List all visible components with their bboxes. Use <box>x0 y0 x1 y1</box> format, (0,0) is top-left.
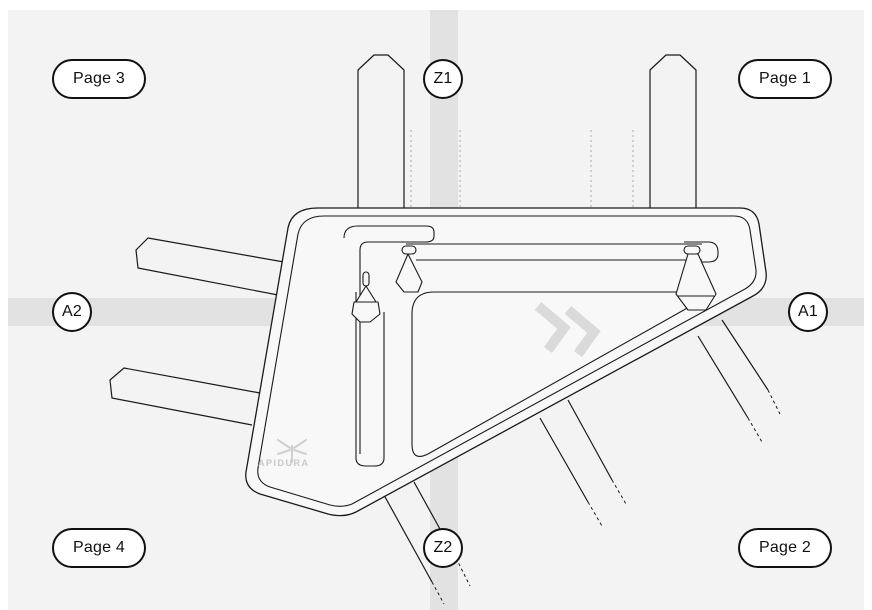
frame-bag-diagram <box>109 54 781 605</box>
zip-end-box <box>684 241 719 263</box>
brand-wordmark: APIDURA <box>258 458 310 468</box>
dashed-extension-3 <box>747 417 763 443</box>
bottom-strap-2 <box>539 417 589 503</box>
zipper-pull-center <box>395 245 423 293</box>
apidura-bee-logo <box>277 439 307 463</box>
top-strap-right <box>649 54 697 210</box>
page-4-label: Page 4 <box>52 528 146 568</box>
bottom-strap-3b <box>721 319 769 391</box>
zipper-pull-right <box>675 245 717 311</box>
left-zip-track <box>355 292 385 467</box>
bottom-strap-3 <box>697 335 749 419</box>
bottom-strap-2b <box>567 399 613 481</box>
bag-outer-outline <box>245 207 767 517</box>
dashed-extension-1b <box>455 557 471 587</box>
dashed-extension-2 <box>587 501 603 527</box>
bottom-strap-1 <box>383 494 433 583</box>
top-strap-left <box>357 54 405 210</box>
a1-marker: A1 <box>788 292 828 332</box>
z2-marker: Z2 <box>423 528 463 568</box>
page-2-label: Page 2 <box>738 528 832 568</box>
left-strap-lower <box>109 367 261 426</box>
double-chevron-icon <box>534 302 601 357</box>
page-1-label: Page 1 <box>738 59 832 99</box>
dashed-extension-3b <box>767 389 781 415</box>
dashed-extension-1 <box>431 581 445 605</box>
zipper-pull-left <box>351 271 381 323</box>
dashed-extension-2b <box>611 479 627 505</box>
left-zip-channel <box>343 225 435 454</box>
a2-marker: A2 <box>52 292 92 332</box>
pattern-sheet: APIDURA Page 3 Page 1 Page 4 Page 2 Z1 Z… <box>8 10 864 610</box>
bag-inner-outline <box>257 215 757 507</box>
page-3-label: Page 3 <box>52 59 146 99</box>
z1-marker: Z1 <box>423 59 463 99</box>
left-strap-upper <box>135 237 285 296</box>
